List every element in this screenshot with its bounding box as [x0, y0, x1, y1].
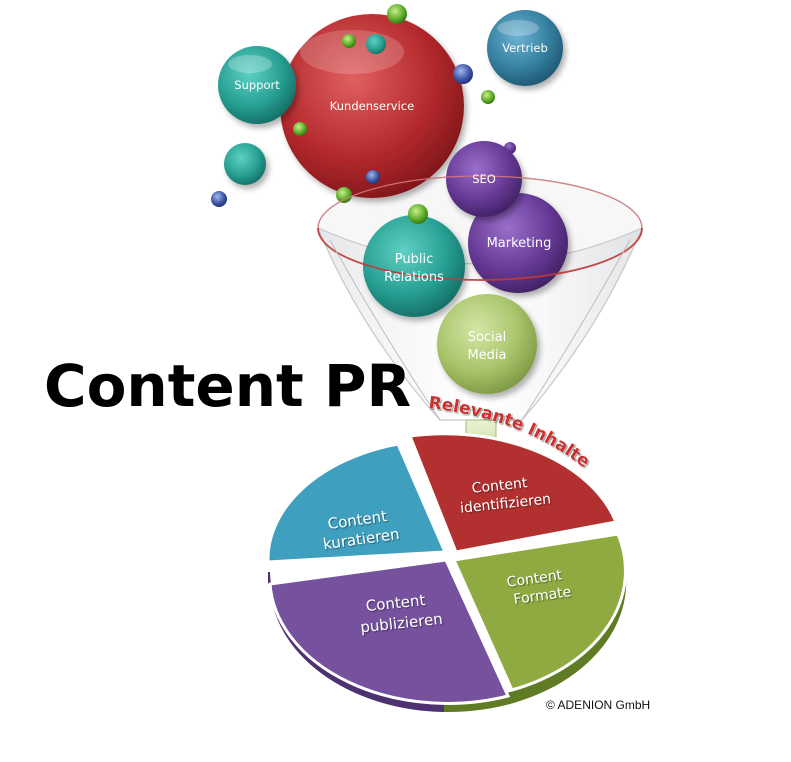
decor-dot-green [408, 204, 428, 224]
copyright-notice: © ADENION GmbH [546, 698, 651, 712]
label-public-relations-2: Relations [384, 270, 444, 285]
bubble-social-media [437, 294, 537, 394]
pie-slice-kuratieren [266, 442, 448, 564]
label-social-media-2: Media [467, 348, 506, 363]
pie-slice-publizieren [268, 558, 511, 705]
label-vertrieb: Vertrieb [502, 41, 548, 55]
bubble-seo [446, 141, 522, 217]
funnel-front [317, 175, 643, 421]
bubble-kundenservice [280, 14, 464, 198]
pie-label-identifizieren-1: Content [471, 475, 529, 497]
pie-chart [266, 432, 627, 713]
decor-dots [211, 4, 516, 207]
pie-slice-formate [451, 532, 627, 692]
bubble-vertrieb [487, 10, 563, 86]
bubble-public-relations [363, 215, 465, 317]
pie-slice-identifizieren [407, 432, 619, 554]
label-social-media-1: Social [468, 330, 507, 345]
label-public-relations-1: Public [395, 252, 433, 267]
bubble-support [218, 46, 296, 124]
bubble-small-teal [224, 143, 266, 185]
bubble-marketing [468, 193, 568, 293]
label-kundenservice: Kundenservice [330, 99, 414, 113]
label-marketing: Marketing [487, 236, 552, 251]
pie-label-formate-1: Content [506, 567, 564, 591]
label-support: Support [234, 78, 280, 92]
pie-label-formate-2: Formate [513, 584, 573, 608]
page-title: Content PR [44, 352, 412, 420]
label-seo: SEO [472, 172, 496, 186]
